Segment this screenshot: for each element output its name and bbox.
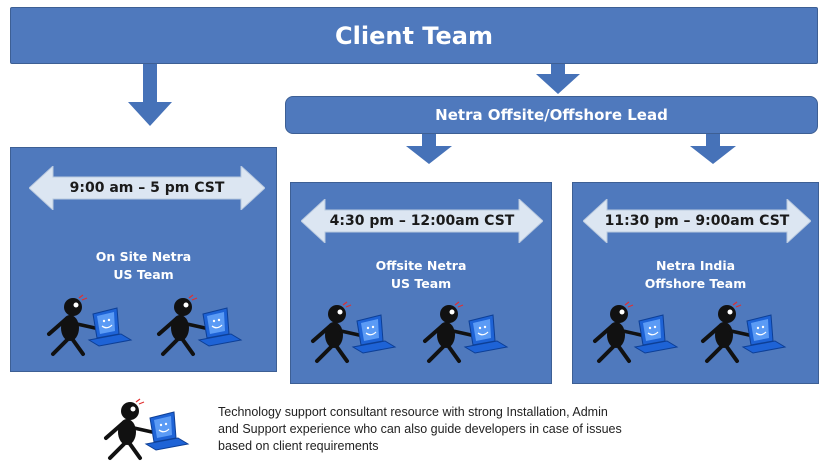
legend-description: Technology support consultant resource w… bbox=[218, 404, 808, 455]
consultant-with-laptop-icon bbox=[593, 301, 679, 363]
arrow-lead-to-offshore bbox=[690, 134, 736, 164]
offshore-lead-bar: Netra Offsite/Offshore Lead bbox=[285, 96, 818, 134]
arrow-client-to-onsite bbox=[128, 64, 172, 126]
team-name-line2: US Team bbox=[113, 267, 174, 282]
consultant-with-laptop-icon bbox=[157, 294, 243, 356]
time-range-label: 11:30 pm – 9:00am CST bbox=[604, 213, 790, 229]
arrow-lead-to-offsite bbox=[406, 134, 452, 164]
team-box-onsite: 9:00 am – 5 pm CST On Site Netra US Team bbox=[10, 147, 277, 372]
consultant-with-laptop-icon bbox=[701, 301, 787, 363]
time-range-arrow: 4:30 pm – 12:00am CST bbox=[301, 199, 543, 243]
team-name-line1: Offsite Netra bbox=[375, 258, 467, 273]
consultant-with-laptop-icon bbox=[423, 301, 509, 363]
team-box-offshore: 11:30 pm – 9:00am CST Netra India Offsho… bbox=[572, 182, 819, 384]
legend-line: Technology support consultant resource w… bbox=[218, 405, 608, 419]
time-range-arrow: 9:00 am – 5 pm CST bbox=[29, 166, 265, 210]
time-range-arrow: 11:30 pm – 9:00am CST bbox=[583, 199, 811, 243]
client-team-title: Client Team bbox=[335, 22, 493, 50]
time-range-label: 4:30 pm – 12:00am CST bbox=[329, 213, 515, 229]
team-name-line1: On Site Netra bbox=[95, 249, 192, 264]
offshore-lead-title: Netra Offsite/Offshore Lead bbox=[435, 106, 668, 124]
team-name-line1: Netra India bbox=[655, 258, 736, 273]
team-name-line2: US Team bbox=[390, 276, 452, 291]
team-box-offsite: 4:30 pm – 12:00am CST Offsite Netra US T… bbox=[290, 182, 552, 384]
legend-line: and Support experience who can also guid… bbox=[218, 422, 622, 436]
client-team-bar: Client Team bbox=[10, 7, 818, 64]
consultant-with-laptop-icon bbox=[311, 301, 397, 363]
arrow-client-to-lead bbox=[536, 64, 580, 94]
legend-consultant-icon bbox=[104, 398, 190, 460]
team-name-line2: Offshore Team bbox=[644, 276, 747, 291]
consultant-with-laptop-icon bbox=[47, 294, 133, 356]
time-range-label: 9:00 am – 5 pm CST bbox=[69, 180, 225, 196]
legend-line: based on client requirements bbox=[218, 439, 379, 453]
